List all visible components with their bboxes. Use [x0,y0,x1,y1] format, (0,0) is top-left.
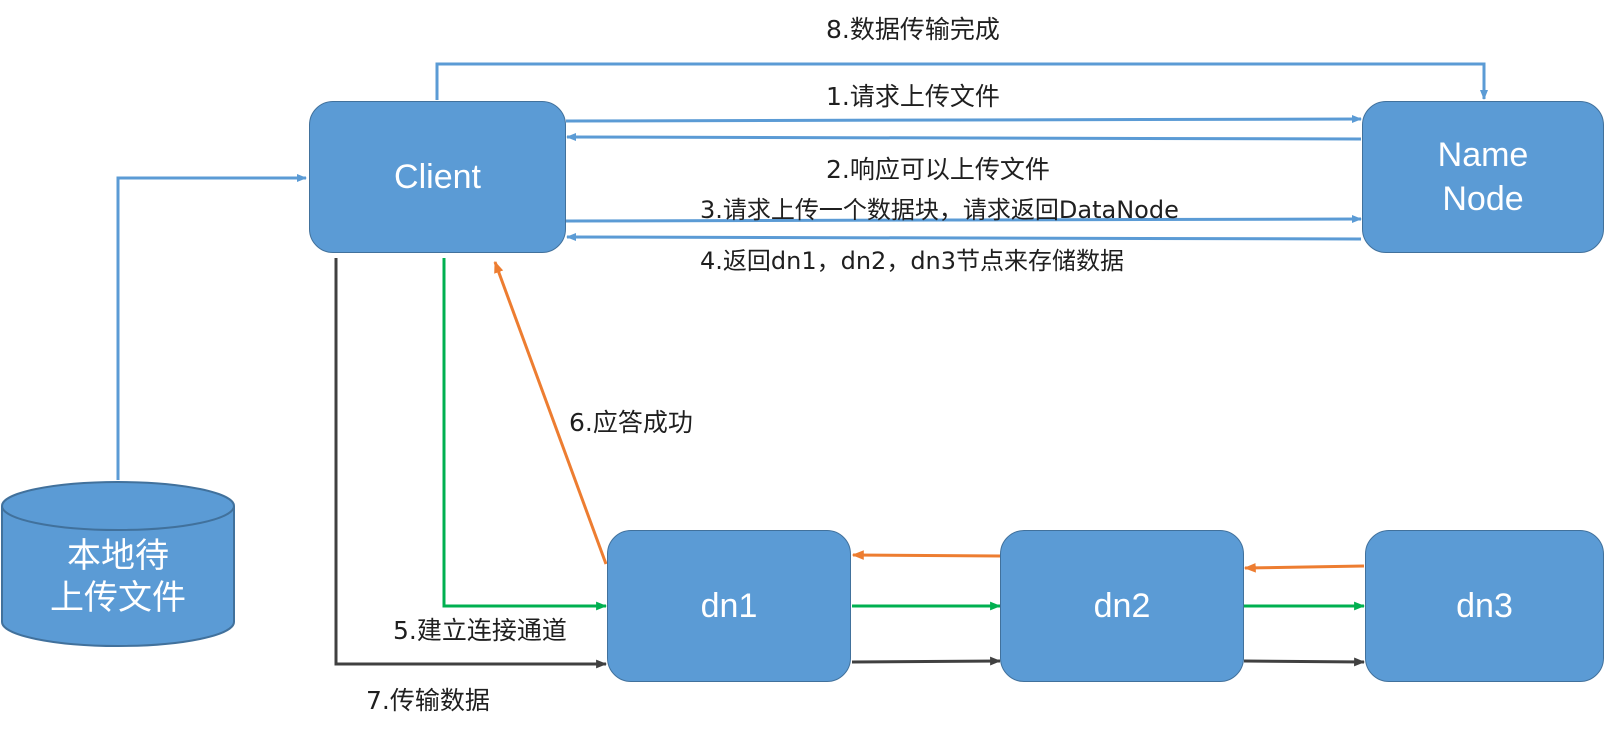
step1-label: 1.请求上传文件 [826,82,1000,111]
step3-label: 3.请求上传一个数据块，请求返回DataNode [700,196,1179,224]
arrow-dn3-to-dn2-ack [1243,563,1365,573]
dn1-label: dn1 [700,587,758,625]
dn3-label: dn3 [1456,587,1513,625]
arrow-dn2-to-dn1-ack [851,550,1001,560]
arrow-step5-channel [442,258,608,611]
client-node: Client [309,101,566,253]
datanode-dn1: dn1 [607,530,851,682]
datanode-dn3: dn3 [1365,530,1604,682]
arrow-step7-transfer [334,258,608,669]
step6-label: 6.应答成功 [569,408,693,437]
arrow-dn1-to-dn2-dark [851,656,1002,666]
step5-label: 5.建立连接通道 [393,616,567,645]
arrow-localfile-to-client [116,174,307,480]
arrow-dn2-to-dn3-dark [1243,657,1366,667]
namenode-node: Name Node [1362,101,1604,253]
local-file-label: 本地待 上传文件 [2,535,234,619]
step7-label: 7.传输数据 [366,686,490,715]
client-label: Client [394,158,481,196]
namenode-label-line1: Name [1437,136,1529,174]
local-file-label-line2: 上传文件 [50,578,186,618]
arrow-step6-ack [493,260,608,565]
arrow-step1-request [565,115,1362,124]
step8-label: 8.数据传输完成 [826,15,1000,44]
arrow-step2-response [566,133,1362,142]
arrow-step3-request-block [565,215,1362,224]
namenode-label-line2: Node [1442,180,1524,218]
step4-label: 4.返回dn1，dn2，dn3节点来存储数据 [700,247,1125,275]
local-file-database-icon [0,481,235,647]
dn2-label: dn2 [1093,587,1151,625]
local-file-label-line1: 本地待 [67,536,169,576]
datanode-dn2: dn2 [1000,530,1244,682]
arrow-step8-complete [435,62,1488,100]
step2-label: 2.响应可以上传文件 [826,155,1050,184]
arrow-step4-return-nodes [566,233,1362,242]
